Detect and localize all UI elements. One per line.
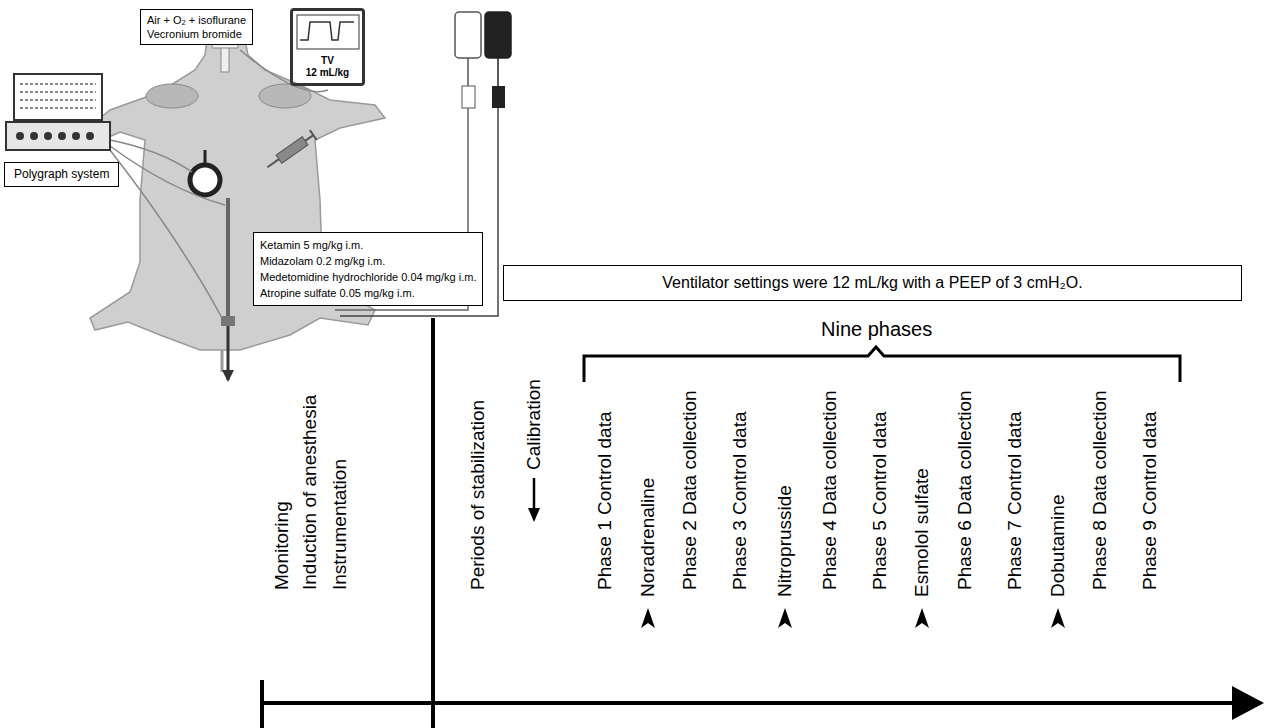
infusion-bag <box>455 12 481 58</box>
timeline-label: Phase 8 Data collection <box>1089 390 1111 590</box>
key <box>44 132 52 140</box>
timeline-label: Periods of stabilization <box>467 400 489 590</box>
timeline-label: Phase 6 Data collection <box>954 390 976 590</box>
laptop-traces <box>20 84 96 108</box>
timeline-label: Esmolol sulfate <box>911 468 933 597</box>
catheter <box>226 198 230 318</box>
key <box>86 132 94 140</box>
timeline-label: Phase 9 Control data <box>1139 411 1161 590</box>
timeline-label: Instrumentation <box>329 459 351 590</box>
syringe <box>264 130 317 172</box>
timeline-label: Phase 1 Control data <box>594 411 616 590</box>
timeline-divider <box>431 318 435 728</box>
syringe-barrel <box>276 137 308 164</box>
timeline-label: Nitroprusside <box>774 485 796 597</box>
timeline-axis <box>262 701 1240 705</box>
laptop-base <box>6 122 110 150</box>
drug-marker <box>1051 608 1065 628</box>
timeline-tick <box>260 680 264 728</box>
key <box>30 132 38 140</box>
laptop-keys <box>16 132 94 140</box>
timeline-label: Dobutamine <box>1047 495 1069 597</box>
monitor-display: TV12 mL/kg <box>290 8 365 86</box>
wire <box>110 146 225 205</box>
node-text: Midazolam 0.2 mg/kg i.m. <box>260 253 476 269</box>
node-text: Medetomidine hydrochloride 0.04 mg/kg i.… <box>260 269 476 285</box>
syringe-needle <box>264 130 317 172</box>
infusion-line <box>467 58 469 86</box>
catheter-arrow <box>222 370 234 382</box>
key <box>72 132 80 140</box>
heart <box>190 165 220 195</box>
pig-tail <box>221 350 224 372</box>
heart-probe <box>204 150 207 165</box>
bracket-label: Nine phases <box>821 318 932 340</box>
timeline-label: Calibration <box>523 379 545 470</box>
calibration-arrowhead <box>528 508 540 522</box>
timeline-label: Induction of anesthesia <box>299 395 321 590</box>
timeline-label: Phase 2 Data collection <box>679 390 701 590</box>
monitor-wave <box>300 22 354 40</box>
timeline-label: Noradrenaline <box>637 478 659 597</box>
node-text: Vecronium bromide <box>147 27 246 41</box>
calibration-arrow <box>533 478 536 512</box>
drip-chamber <box>462 86 475 108</box>
key <box>16 132 24 140</box>
timeline-arrowhead <box>1232 686 1264 720</box>
key <box>58 132 66 140</box>
timeline-label: Phase 4 Data collection <box>819 390 841 590</box>
laptop-screen <box>14 74 102 120</box>
node-text: TV <box>298 55 357 67</box>
wire <box>110 150 222 318</box>
timeline-label: Phase 3 Control data <box>729 411 751 590</box>
gas-box: Air + O₂ + isofluraneVecronium bromide <box>140 9 253 45</box>
drug-marker <box>778 608 792 628</box>
ventilator-box: Ventilator settings were 12 mL/kg with a… <box>503 265 1242 301</box>
drug-marker <box>641 608 655 628</box>
drug-list-box: Ketamin 5 mg/kg i.m.Midazolam 0.2 mg/kg … <box>253 232 483 306</box>
timeline-label: Phase 7 Control data <box>1004 411 1026 590</box>
polygraph-box: Polygraph system <box>4 162 119 187</box>
node-text: 12 mL/kg <box>298 67 357 79</box>
node-text: Ketamin 5 mg/kg i.m. <box>260 237 476 253</box>
node-text: Atropine sulfate 0.05 mg/kg i.m. <box>260 285 476 301</box>
pig-ear <box>259 84 311 108</box>
infusion-bag <box>485 12 511 58</box>
node-text: Air + O₂ + isoflurane <box>147 13 246 27</box>
monitor-screen <box>297 15 359 49</box>
timeline-label: Phase 5 Control data <box>869 411 891 590</box>
node-text: Ventilator settings were 12 mL/kg with a… <box>514 273 1231 293</box>
pig-ear <box>146 84 198 108</box>
node-text: Polygraph system <box>14 167 109 182</box>
catheter-tip <box>221 316 235 326</box>
infusion-line <box>497 58 499 86</box>
timeline-label: Monitoring <box>271 501 293 590</box>
phase-bracket <box>584 347 1180 382</box>
drug-marker <box>915 608 929 628</box>
drip-chamber <box>492 86 505 108</box>
